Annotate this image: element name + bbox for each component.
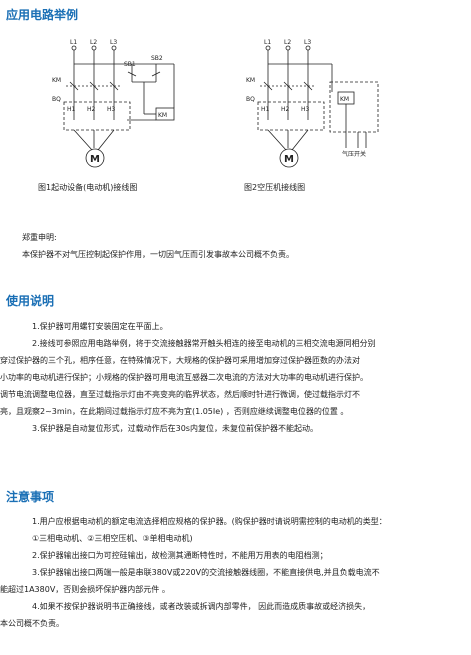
fig1-h3: H3	[107, 106, 116, 113]
fig1-h2: H2	[87, 106, 96, 113]
fig1-l2: L2	[90, 39, 97, 46]
fig2-pressure-switch: 气压开关	[342, 150, 366, 158]
fig2-km-coil: KM	[340, 96, 349, 103]
fig2-h2: H2	[281, 106, 290, 113]
fig1-l3: L3	[110, 39, 117, 46]
fig2-l3: L3	[304, 39, 311, 46]
fig1-motor: M	[90, 154, 100, 165]
notes-line-4: 3.保护器输出接口两端一般是串联380V或220V的交流接触器线圈，不能直接供电…	[32, 568, 380, 577]
notes-line-3: 2.保护器输出接口为可控硅输出，故检测其通断特性时，不能用万用表的电阻档测；	[32, 551, 328, 560]
section-title-usage: 使用说明	[6, 294, 55, 308]
fig2-l2: L2	[284, 39, 291, 46]
fig2-km: KM	[246, 77, 255, 84]
usage-line-6: 亮，且观察2~3min，在此期间过载指示灯应不亮为宜(1.05Ie) ，否则应继…	[0, 407, 349, 416]
usage-line-2: 2.接线可参照应用电路举例，将于交流接触器常开触头相连的接至电动机的三相交流电源…	[32, 339, 376, 348]
fig1-km: KM	[52, 77, 61, 84]
notes-line-1: 1.用户应根据电动机的额定电流选择相应规格的保护器。(购保护器时请说明需控制的电…	[32, 517, 387, 526]
fig1-sb2: SB2	[151, 55, 163, 62]
notes-line-6: 4.如果不按保护器说明书正确接线，或者改装或拆调内部零件， 因此而造成质事故或经…	[32, 602, 371, 611]
fig1-l1: L1	[70, 39, 77, 46]
figure-2-wiring-diagram: L1 L2 L3 KM BQ H1 H2 H3 KM M 气压开关	[246, 39, 379, 168]
notes-line-2: ①三相电动机、②三相空压机、③单相电动机)	[32, 534, 193, 543]
fig1-km-coil: KM	[158, 112, 167, 119]
fig2-bq: BQ	[246, 96, 255, 103]
figure-1-caption: 图1起动设备(电动机)接线图	[38, 183, 138, 192]
fig1-bq: BQ	[52, 96, 61, 103]
disclaimer: 郑重申明: 本保护器不对气压控制起保护作用，一切因气压而引发事故本公司概不负责。	[0, 229, 471, 263]
usage-line-1: 1.保护器可用螺钉安装固定在平面上。	[32, 322, 168, 331]
figure-1-wiring-diagram: L1 L2 L3 SB1 SB2 KM BQ H1 H2 H3 KM M	[52, 39, 175, 168]
fig1-sb1: SB1	[124, 61, 136, 68]
fig2-motor: M	[284, 154, 294, 165]
usage-line-4: 小功率的电动机进行保护；小规格的保护器可用电流互感器二次电流的方法对大功率的电动…	[0, 373, 368, 382]
notes-line-5: 能超过1A380V，否则会损坏保护器内部元件 。	[0, 585, 170, 594]
section-title-notes: 注意事项	[6, 490, 55, 504]
usage-line-5: 调节电流调整电位器，直至过载指示灯由不亮变亮的临界状态，然后顺时针进行微调，使过…	[0, 390, 360, 399]
figure-2-caption: 图2空压机接线图	[244, 183, 306, 192]
disclaimer-text: 本保护器不对气压控制起保护作用，一切因气压而引发事故本公司概不负责。	[22, 250, 294, 259]
usage-line-7: 3.保护器是自动复位形式，过载动作后在30s内复位，未复位前保护器不能起动。	[32, 424, 318, 433]
section-title-circuit: 应用电路举例	[6, 8, 79, 22]
fig2-h3: H3	[301, 106, 310, 113]
disclaimer-title: 郑重申明:	[22, 233, 57, 242]
notes-line-7: 本公司概不负责。	[0, 619, 64, 628]
notes: 1.用户应根据电动机的额定电流选择相应规格的保护器。(购保护器时请说明需控制的电…	[0, 513, 471, 632]
fig2-h1: H1	[261, 106, 270, 113]
usage-instructions: 1.保护器可用螺钉安装固定在平面上。 2.接线可参照应用电路举例，将于交流接触器…	[0, 318, 471, 437]
usage-line-3: 穿过保护器的三个孔，相序任意，在特殊情况下，大规格的保护器可采用增加穿过保护器匝…	[0, 356, 360, 365]
fig1-h1: H1	[67, 106, 76, 113]
fig2-l1: L1	[264, 39, 271, 46]
